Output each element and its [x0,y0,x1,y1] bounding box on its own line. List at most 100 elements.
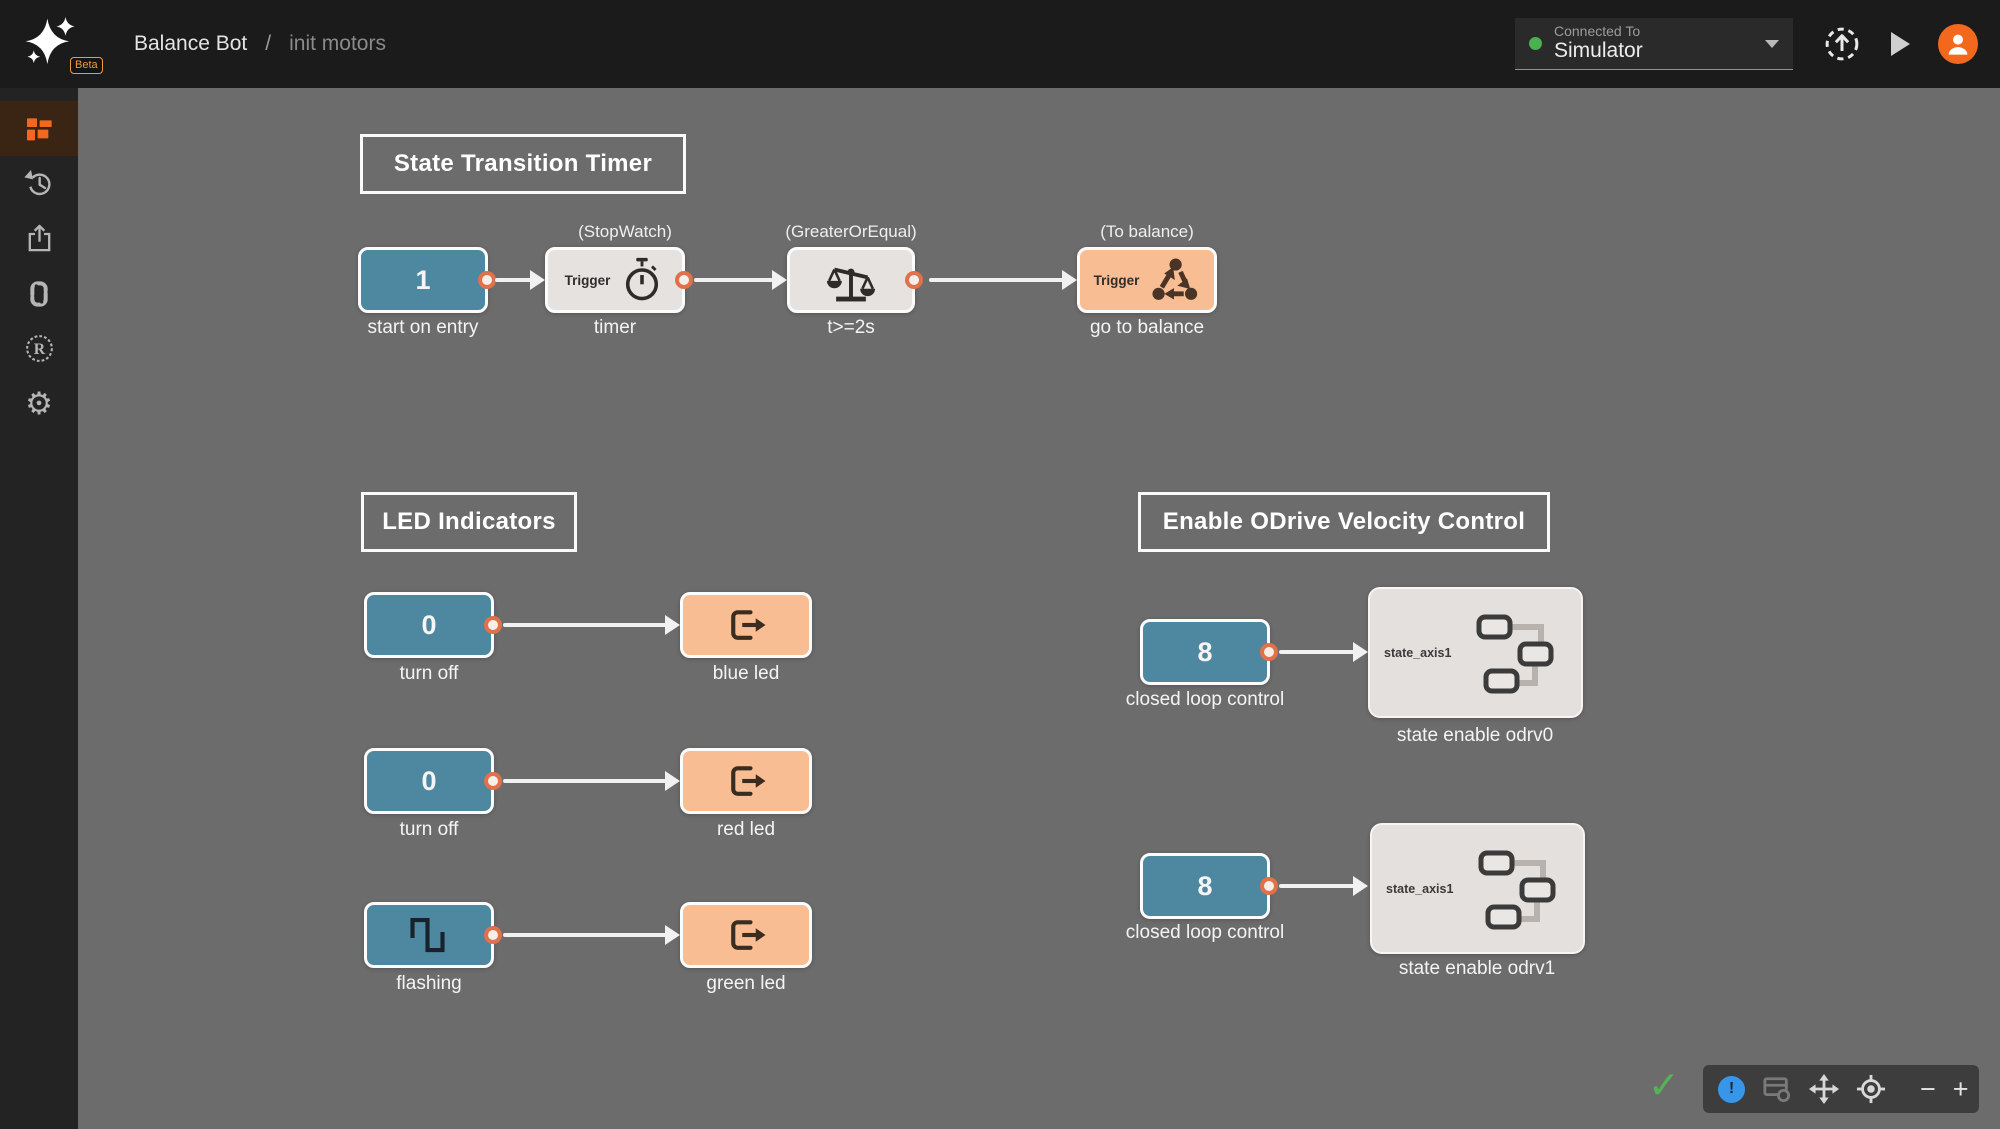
sidebar-item-history[interactable] [0,156,78,211]
group-title-text: Enable ODrive Velocity Control [1162,508,1526,535]
node-details-toggle-button[interactable] [1762,1075,1792,1103]
edge[interactable] [929,278,1064,282]
alert-icon: ! [1718,1075,1745,1103]
group-led-indicators[interactable]: LED Indicators [361,492,577,552]
edge-arrowhead [665,925,680,945]
node-green-led[interactable] [680,902,812,968]
node-red-led[interactable] [680,748,812,814]
move-icon [1809,1074,1839,1104]
minus-icon: − [1920,1073,1936,1104]
node-label: red led [716,819,776,840]
node-t-ge-2s[interactable] [787,247,923,313]
output-port[interactable] [675,271,693,289]
state-cycle-icon [1152,258,1198,300]
node-label: state enable odrv0 [1396,725,1554,746]
breadcrumb-separator: / [265,32,272,55]
node-turn-off-1[interactable]: 0 [364,592,502,658]
output-port[interactable] [478,271,496,289]
edge[interactable] [503,779,667,783]
top-bar: Beta Balance Bot / init motors Connected… [0,0,2000,88]
node-go-to-balance[interactable]: Trigger [1077,247,1217,313]
share-icon [28,224,50,252]
run-button[interactable] [1891,32,1910,56]
connection-status-dot [1529,37,1542,50]
python-icon [30,280,48,307]
node-label: flashing [396,973,462,994]
node-label: green led [706,973,786,994]
sidebar: R ⚙ [0,88,78,1129]
edge-arrowhead [1062,270,1077,290]
svg-text:R: R [33,341,45,358]
sidebar-item-python[interactable] [0,266,78,321]
history-icon [24,169,51,195]
output-port[interactable] [484,772,502,790]
sidebar-item-export[interactable] [0,211,78,266]
module-flow-icon [1476,614,1554,693]
sidebar-item-settings[interactable]: ⚙ [0,376,78,431]
zoom-in-button[interactable]: + [1952,1073,1969,1104]
edge[interactable] [694,278,774,282]
validation-check-icon: ✓ [1648,1065,1680,1107]
group-title-text: LED Indicators [382,508,556,535]
node-timer[interactable]: Trigger [545,247,693,313]
edge[interactable] [1279,650,1355,654]
group-title-text: State Transition Timer [393,150,653,177]
pan-mode-button[interactable] [1809,1074,1839,1104]
zoom-out-button[interactable]: − [1920,1073,1936,1104]
sidebar-item-rust[interactable]: R [0,321,78,376]
node-value: 0 [421,765,437,796]
node-label: timer [593,317,637,338]
beta-badge: Beta [70,57,103,74]
group-state-transition-timer[interactable]: State Transition Timer [360,134,686,194]
node-label: closed loop control [1125,922,1285,943]
node-value: 8 [1197,636,1213,667]
node-state-enable-odrv0[interactable]: state_axis1 [1368,587,1583,718]
card-eye-icon [1763,1077,1791,1103]
node-label: start on entry [367,317,479,338]
rust-icon: R [25,335,53,362]
node-type-label: (To balance) [1100,222,1194,241]
edge-arrowhead [665,771,680,791]
node-closed-loop-1[interactable]: 8 [1140,619,1278,685]
edge[interactable] [503,933,667,937]
output-port[interactable] [484,926,502,944]
input-port-label: Trigger [1093,272,1140,288]
node-value: 8 [1197,870,1213,901]
output-port[interactable] [1260,643,1278,661]
app-logo[interactable]: Beta [22,11,103,77]
group-enable-odrive[interactable]: Enable ODrive Velocity Control [1138,492,1550,552]
node-label: state enable odrv1 [1398,958,1556,979]
node-turn-off-2[interactable]: 0 [364,748,502,814]
output-port[interactable] [905,271,923,289]
user-avatar[interactable] [1938,24,1978,64]
node-label: blue led [712,663,780,684]
edge-arrowhead [772,270,787,290]
output-icon [731,920,766,950]
edge[interactable] [503,623,667,627]
output-port[interactable] [484,616,502,634]
node-closed-loop-2[interactable]: 8 [1140,853,1278,919]
breadcrumb-current: init motors [289,32,386,55]
notifications-button[interactable]: ! [1718,1075,1745,1103]
edge[interactable] [495,278,532,282]
node-state-enable-odrv1[interactable]: state_axis1 [1370,823,1585,954]
edge[interactable] [1279,884,1355,888]
connection-label: Connected To [1554,23,1641,40]
canvas-toolbar: ! [1703,1065,1979,1113]
node-canvas[interactable]: State Transition Timer LED Indicators En… [78,88,2000,1129]
node-blue-led[interactable] [680,592,812,658]
breadcrumb-project[interactable]: Balance Bot [134,32,248,55]
output-port[interactable] [1260,877,1278,895]
edge-arrowhead [530,270,545,290]
sidebar-item-blocks[interactable] [0,101,78,156]
node-flashing[interactable] [364,902,502,968]
deploy-button[interactable] [1821,23,1863,65]
fit-view-button[interactable] [1856,1074,1886,1104]
connection-select[interactable]: Connected To Simulator [1515,18,1793,70]
node-start-on-entry[interactable]: 1 [358,247,496,313]
blocks-icon [27,117,52,140]
input-port-label: Trigger [564,272,611,288]
output-icon [731,610,766,640]
input-port-label: state_axis1 [1384,645,1452,660]
plus-icon: + [1952,1073,1969,1104]
